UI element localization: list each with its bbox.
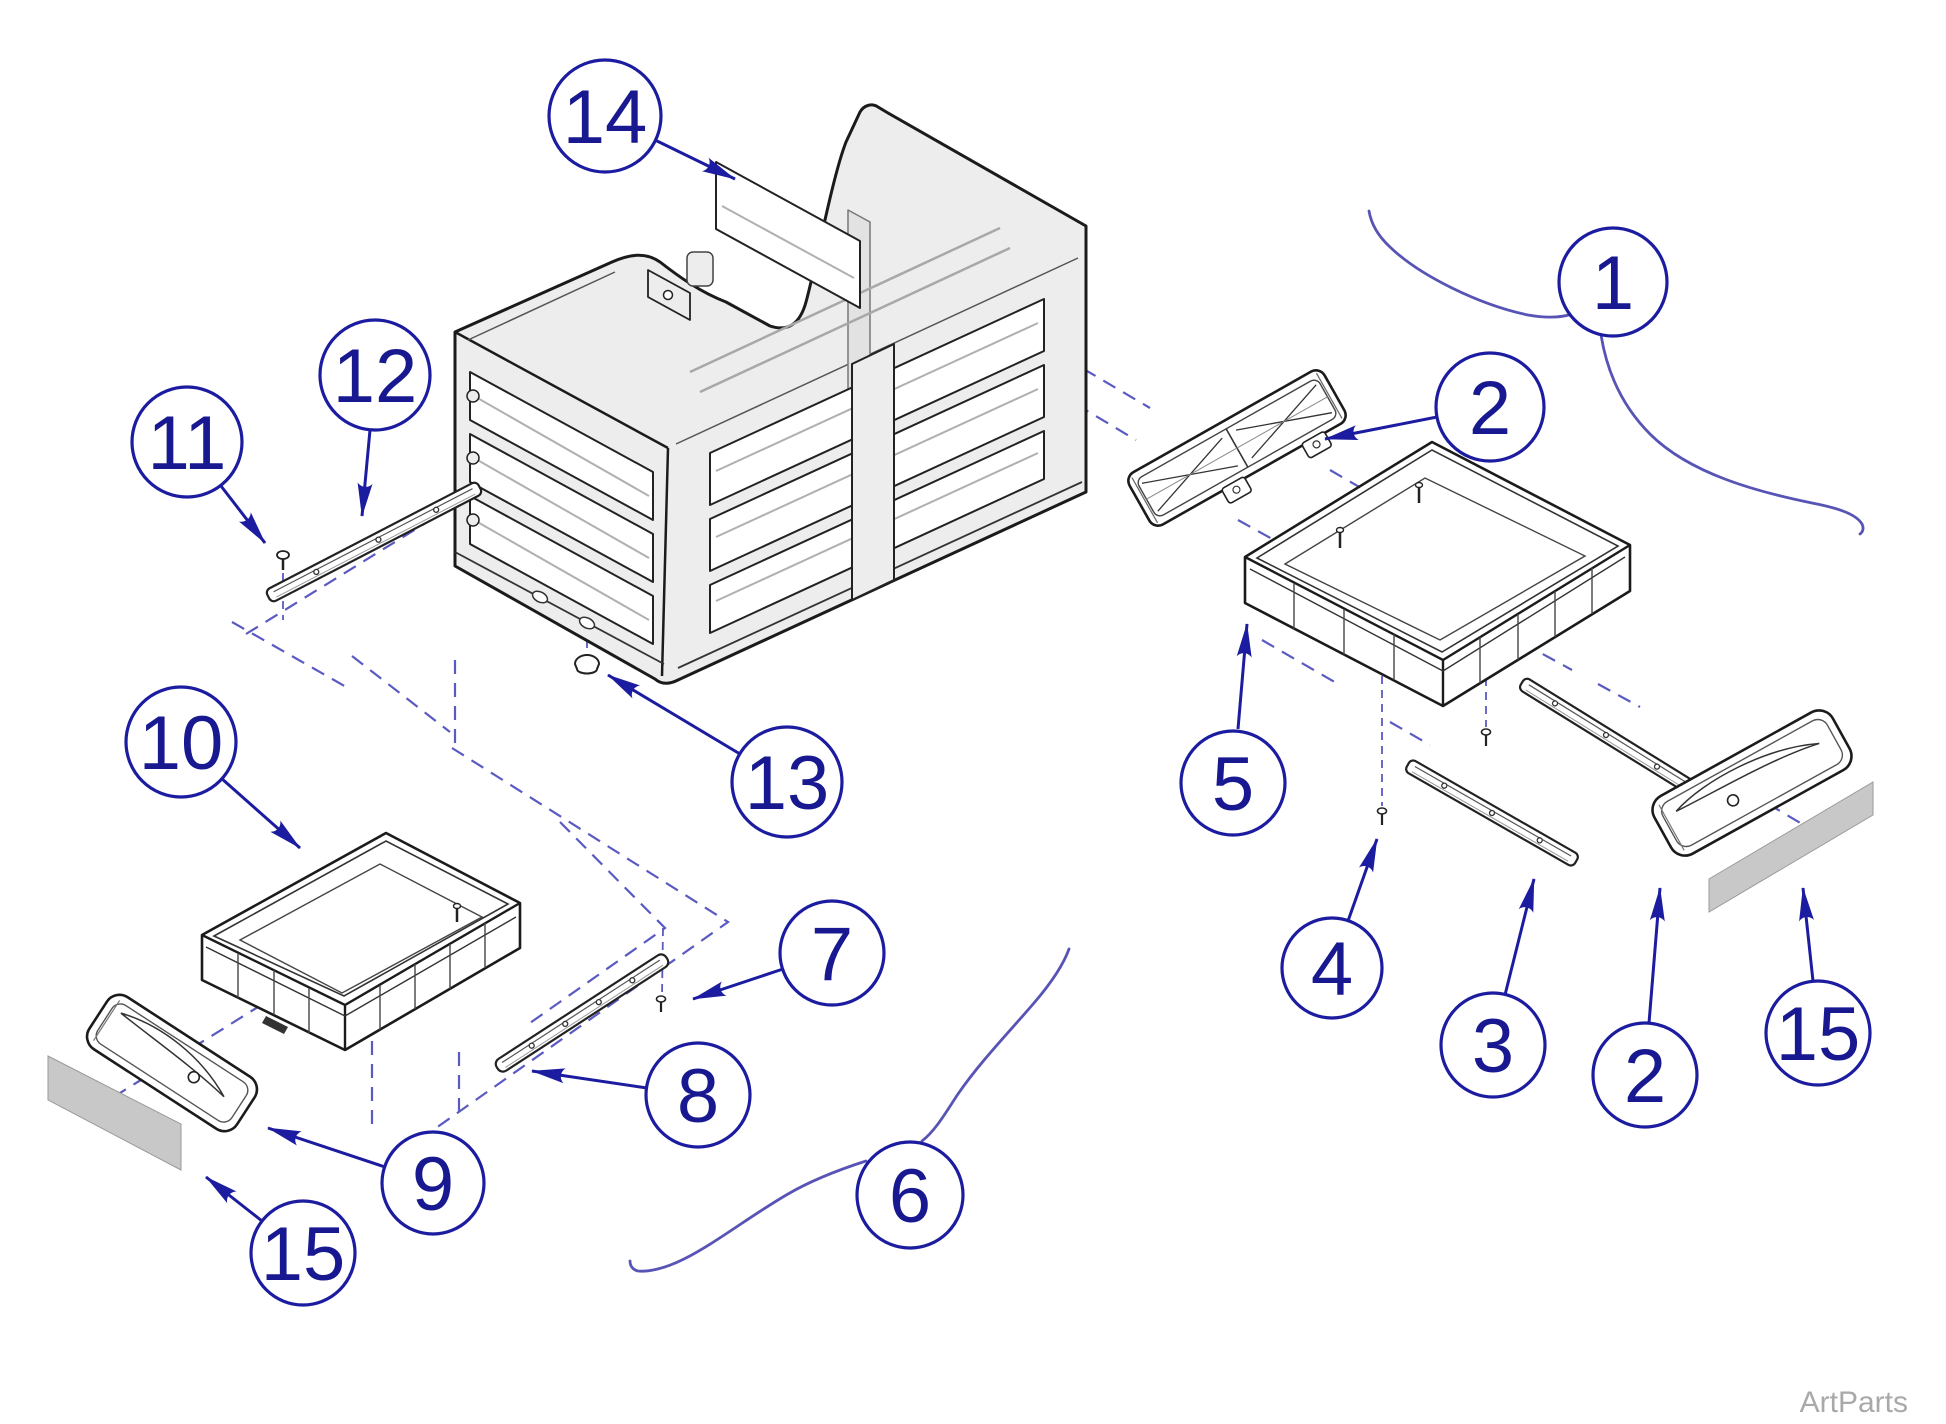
label-strip-right-art [1708, 781, 1874, 913]
balloon-label: 3 [1472, 1004, 1514, 1089]
callout-balloons: 1 2 2 3 4 5 6 7 [124, 58, 1872, 1307]
callout-balloon-11: 11 [130, 385, 244, 499]
slide-rail-rear-right-art [1518, 677, 1694, 793]
callout-balloon-2-upper: 2 [1434, 351, 1546, 463]
mounting-screw-11-art [276, 550, 290, 570]
callout-balloon-2-lower: 2 [1591, 1021, 1699, 1129]
squiggle-leader-bottom [628, 947, 1071, 1273]
balloon-label: 15 [261, 1212, 346, 1297]
slide-rail-bottom-art [494, 953, 670, 1073]
balloon-label: 7 [811, 912, 853, 997]
label-strip-left-art [47, 1055, 182, 1171]
balloon-label: 12 [333, 334, 418, 419]
balloon-label: 15 [1776, 992, 1861, 1077]
slide-rail-left-art [265, 481, 483, 603]
balloon-label: 2 [1624, 1034, 1666, 1119]
balloon-label: 4 [1311, 927, 1353, 1012]
balloon-label: 6 [889, 1154, 931, 1239]
callout-balloon-8: 8 [644, 1041, 752, 1149]
callout-balloon-10: 10 [124, 685, 238, 799]
callout-balloon-15-left: 15 [249, 1199, 357, 1307]
callout-balloon-5: 5 [1179, 729, 1287, 837]
balloon-label: 1 [1592, 241, 1634, 326]
callout-leader-arrows [205, 138, 1815, 1223]
mounting-screw-7-art [655, 995, 667, 1012]
drawer-front-right-art [1651, 709, 1853, 857]
balloon-label: 14 [563, 75, 648, 160]
watermark-text: ArtParts [1800, 1386, 1908, 1419]
balloon-label: 5 [1212, 742, 1254, 827]
balloon-label: 10 [139, 701, 224, 786]
slide-rail-front-right-art [1405, 759, 1579, 867]
callout-balloon-12: 12 [318, 318, 432, 432]
mounting-screw-2r-art [1480, 728, 1492, 746]
callout-balloon-9: 9 [380, 1130, 486, 1236]
balloon-label: 9 [412, 1142, 454, 1227]
balloon-label: 2 [1469, 366, 1511, 451]
balloon-label: 8 [677, 1054, 719, 1139]
callout-balloon-6: 6 [855, 1140, 965, 1250]
glide-foot-art [573, 654, 601, 675]
callout-balloon-13: 13 [730, 725, 844, 839]
balloon-label: 13 [745, 741, 830, 826]
drawer-front-left-art [85, 993, 259, 1133]
cabinet-frame-art [453, 103, 1088, 685]
drawer-tray-left-art [200, 831, 522, 1052]
balloon-label: 11 [148, 401, 227, 486]
callout-balloon-7: 7 [778, 899, 886, 1007]
callout-balloon-4: 4 [1280, 916, 1384, 1020]
callout-balloon-3: 3 [1439, 991, 1547, 1099]
drawer-tray-right-art [1243, 440, 1632, 708]
callout-balloon-1: 1 [1557, 226, 1669, 338]
callout-balloon-14: 14 [547, 58, 663, 174]
mounting-screw-4-art [1376, 807, 1388, 825]
squiggle-leader-top-right [1367, 209, 1865, 536]
callout-balloon-15-right: 15 [1764, 979, 1872, 1087]
retainer-panel-art [1127, 369, 1347, 527]
